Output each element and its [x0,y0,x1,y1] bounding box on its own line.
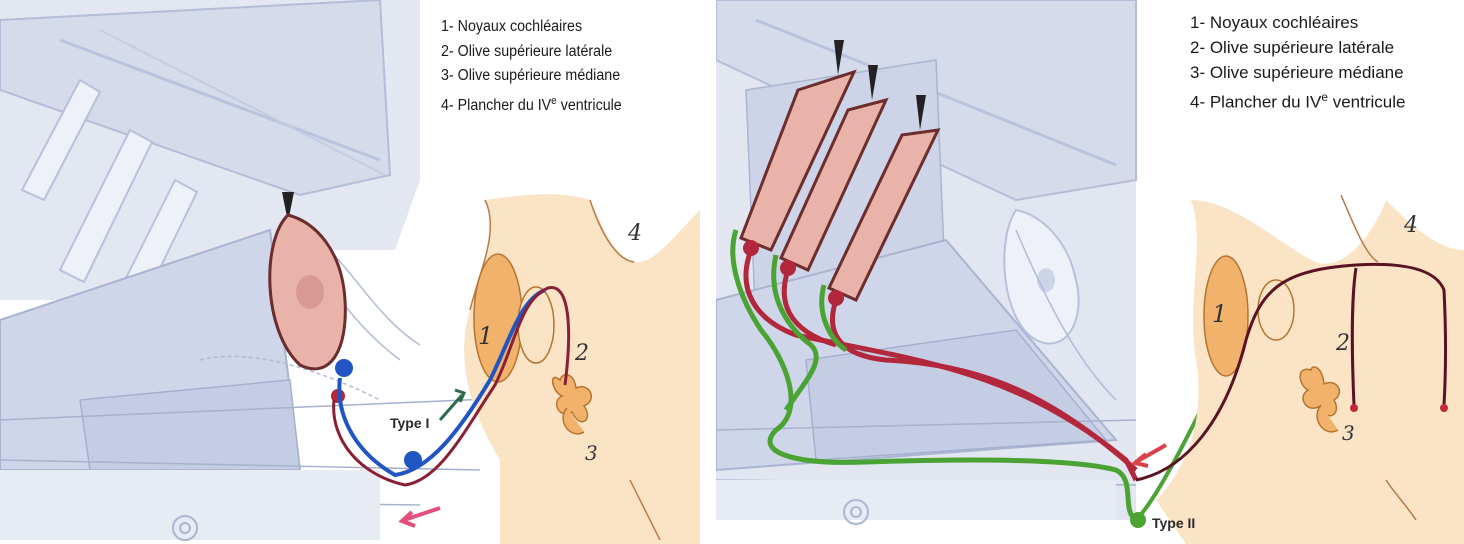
label-3: 3 [585,441,598,465]
label-4: 4 [627,221,642,246]
superscript-e: e [551,95,557,107]
label-1: 1 [478,322,493,350]
fiber-label-type-ii: Type II [1152,515,1195,531]
label-4: 4 [1403,213,1418,238]
legend-item: 1- Noyaux cochléaires [1190,10,1405,35]
legend-item: 1- Noyaux cochléaires [441,15,622,40]
legend-item: 4- Plancher du IVe ventricule [1190,85,1405,115]
superscript-e: e [1321,90,1328,104]
label-2: 2 [1335,331,1350,356]
legend-right: 1- Noyaux cochléaires 2- Olive supérieur… [1190,10,1405,115]
legend-item: 3- Olive supérieure médiane [441,64,622,89]
fiber-label-type-i: Type I [390,415,429,431]
legend-left: 1- Noyaux cochléaires 2- Olive supérieur… [441,15,622,118]
legend-item: 2- Olive supérieure latérale [441,40,622,65]
spiral-ganglion-cell [1130,512,1146,528]
right-panel: Type II 1 2 3 4 1- Noyaux cochléaires 2-… [716,0,1464,544]
spiral-ganglion-cell [404,451,422,469]
legend-item: 2- Olive supérieure latérale [1190,35,1405,60]
left-panel: Type I 1 2 3 4 1- Noyaux cochléaires 2- … [0,0,700,544]
label-3: 3 [1342,421,1355,445]
label-2: 2 [574,341,589,366]
legend-item: 4- Plancher du IVe ventricule [441,89,622,119]
label-1: 1 [1212,300,1227,328]
legend-item: 3- Olive supérieure médiane [1190,60,1405,85]
